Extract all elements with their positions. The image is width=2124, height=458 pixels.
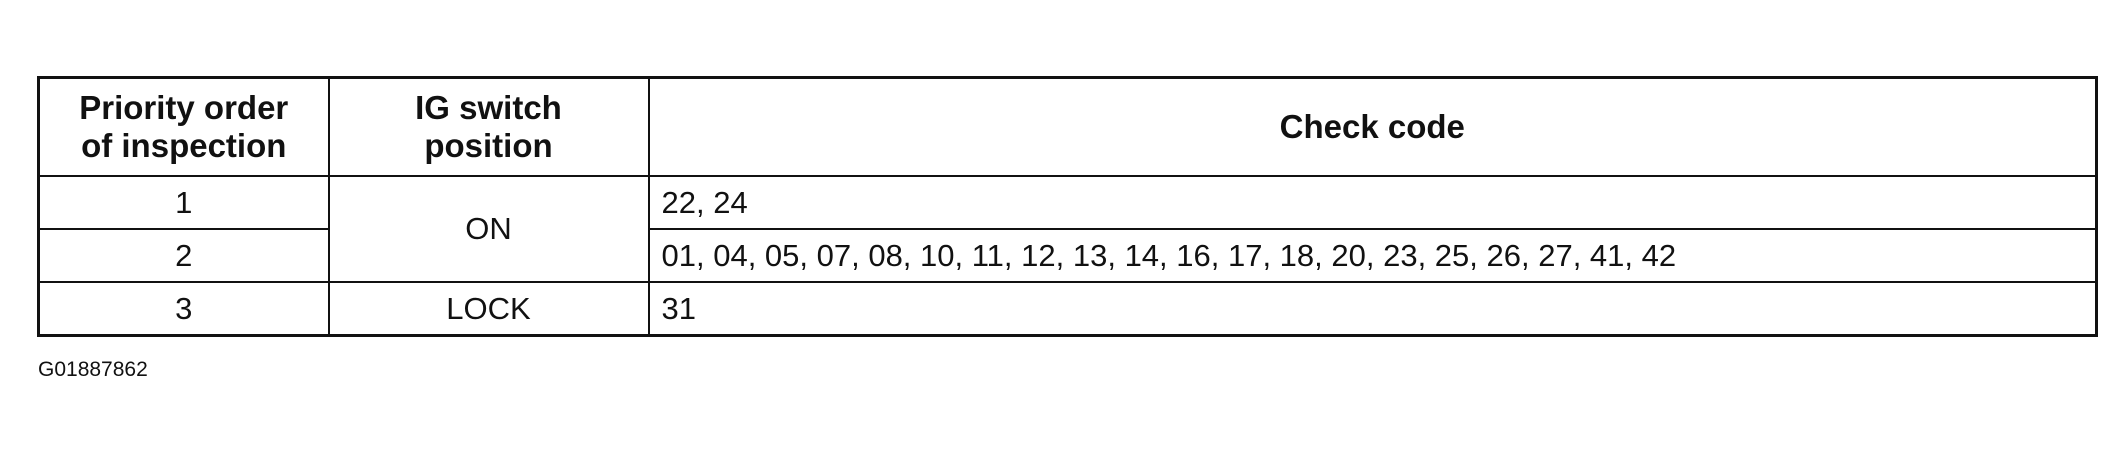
ig-position-cell: LOCK (327, 281, 650, 337)
check-code-cell: 22, 24 (647, 175, 2098, 230)
ig-position-cell: ON (327, 175, 650, 283)
check-code-cell: 31 (647, 281, 2098, 337)
table-row: 1 ON 22, 24 (37, 175, 2098, 283)
priority-cell: 3 (37, 281, 330, 337)
check-code-cell: 01, 04, 05, 07, 08, 10, 11, 12, 13, 14, … (647, 228, 2098, 283)
table-row: 2 01, 04, 05, 07, 08, 10, 11, 12, 13, 14… (37, 228, 2098, 283)
priority-cell: 2 (37, 228, 330, 283)
header-check-code: Check code (647, 76, 2098, 177)
priority-cell: 1 (37, 175, 330, 230)
figure-id-label: G01887862 (38, 358, 148, 381)
table-row: 3 LOCK 31 (37, 281, 2098, 337)
